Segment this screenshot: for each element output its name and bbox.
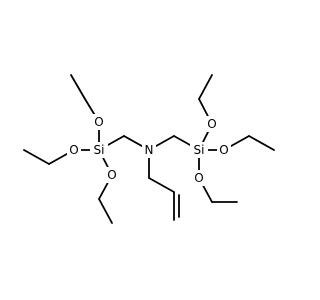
atom-si-right: Si xyxy=(190,142,208,158)
bond xyxy=(198,74,213,100)
atom-label-o: O xyxy=(219,143,228,157)
bond xyxy=(148,177,175,193)
bond xyxy=(248,135,275,151)
atom-si-left: Si xyxy=(90,142,108,158)
atom-label-o: O xyxy=(207,117,216,131)
atom-label-o: O xyxy=(94,115,103,129)
atom-label-n: N xyxy=(145,143,154,157)
atom-o-right-bottom: O xyxy=(192,170,206,186)
bond xyxy=(70,74,86,100)
bond xyxy=(23,149,50,165)
atom-o-left-bottom: O xyxy=(105,167,119,183)
atom-label-o: O xyxy=(194,171,203,185)
atom-n: N xyxy=(142,142,156,158)
chemical-structure-diagram: N Si O O O Si O O xyxy=(23,74,275,224)
atom-label-o: O xyxy=(69,143,78,157)
atom-label-si: Si xyxy=(194,143,205,157)
atom-o-left-top: O xyxy=(92,114,106,130)
bond-skeleton xyxy=(23,74,275,224)
atom-o-right-top: O xyxy=(205,116,219,132)
bond xyxy=(98,198,113,224)
atom-label-si: Si xyxy=(94,143,105,157)
atom-o-right-mid: O xyxy=(217,142,231,158)
atom-labels: N Si O O O Si O O xyxy=(67,114,231,186)
atom-label-o: O xyxy=(107,168,116,182)
atom-o-left-mid: O xyxy=(67,142,81,158)
